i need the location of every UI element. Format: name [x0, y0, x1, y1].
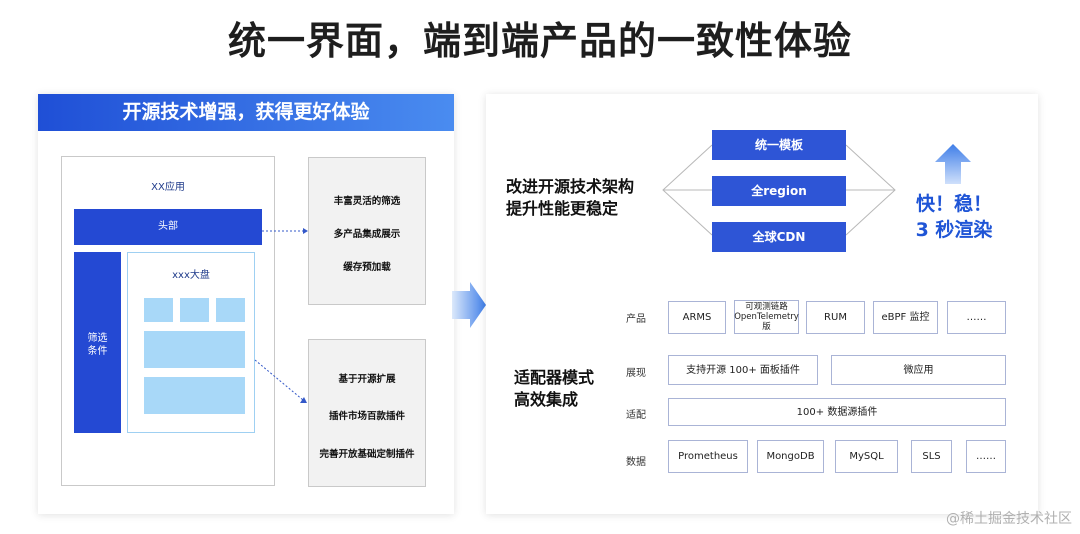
- heading-line: 高效集成: [514, 390, 579, 409]
- dashboard-tile: [180, 298, 209, 322]
- data-cell: ……: [966, 440, 1006, 473]
- head-bar: 头部: [74, 209, 262, 245]
- hexagon-outline: [662, 144, 896, 236]
- feature-item: 基于开源扩展: [338, 374, 396, 385]
- page-title: 统一界面，端到端产品的一致性体验: [227, 19, 852, 63]
- transition-arrow-icon: [452, 282, 486, 328]
- dashboard-tile: [144, 298, 173, 322]
- data-cell: MySQL: [835, 440, 898, 473]
- left-panel-header: 开源技术增强，获得更好体验: [38, 94, 454, 131]
- adapter-cell: 100+ 数据源插件: [668, 398, 1006, 426]
- slogan-line: 3 秒渲染: [915, 219, 993, 241]
- row-label-display: 展现: [626, 368, 646, 379]
- product-cell: 可观测链路 OpenTelemetry 版: [734, 300, 799, 334]
- pill-template: 统一模板: [712, 130, 846, 160]
- features-card-bottom: [308, 339, 426, 487]
- feature-item: 缓存预加载: [343, 262, 391, 273]
- product-cell: ……: [947, 301, 1006, 334]
- row-label-data: 数据: [626, 457, 646, 468]
- up-arrow-icon: [935, 144, 971, 184]
- dashboard-title: xxx大盘: [172, 270, 210, 281]
- product-cell: RUM: [806, 301, 865, 334]
- row-label-adapter: 适配: [626, 410, 646, 421]
- feature-item: 完善开放基础定制插件: [319, 449, 415, 460]
- pill-cdn: 全球CDN: [712, 222, 846, 252]
- heading-line: 提升性能更稳定: [506, 199, 619, 218]
- display-cell: 支持开源 100+ 面板插件: [668, 355, 818, 385]
- app-title: XX应用: [151, 182, 185, 193]
- adapter-heading: 适配器模式 高效集成: [514, 367, 594, 411]
- features-card-top: [308, 157, 426, 305]
- feature-item: 插件市场百款插件: [328, 411, 405, 422]
- pill-region: 全region: [712, 176, 846, 206]
- filter-bar: 筛选 条件: [74, 252, 121, 433]
- data-cell: Prometheus: [668, 440, 748, 473]
- architecture-heading: 改进开源技术架构 提升性能更稳定: [506, 176, 634, 220]
- heading-line: 适配器模式: [514, 368, 595, 387]
- performance-slogan: 快！稳！ 3 秒渲染: [898, 191, 1010, 243]
- slogan-line: 快！稳！: [915, 193, 992, 215]
- watermark: @稀土掘金技术社区: [946, 511, 1072, 527]
- data-cell: SLS: [911, 440, 952, 473]
- data-cell: MongoDB: [757, 440, 824, 473]
- display-cell: 微应用: [831, 355, 1006, 385]
- dashboard-panel: [144, 331, 245, 368]
- heading-line: 改进开源技术架构: [506, 177, 635, 196]
- product-cell: ARMS: [668, 301, 726, 334]
- row-label-product: 产品: [626, 314, 646, 325]
- product-cell: eBPF 监控: [873, 301, 938, 334]
- dashboard-panel: [144, 377, 245, 414]
- feature-item: 多产品集成展示: [333, 229, 401, 240]
- feature-item: 丰富灵活的筛选: [333, 196, 401, 207]
- dashboard-tile: [216, 298, 245, 322]
